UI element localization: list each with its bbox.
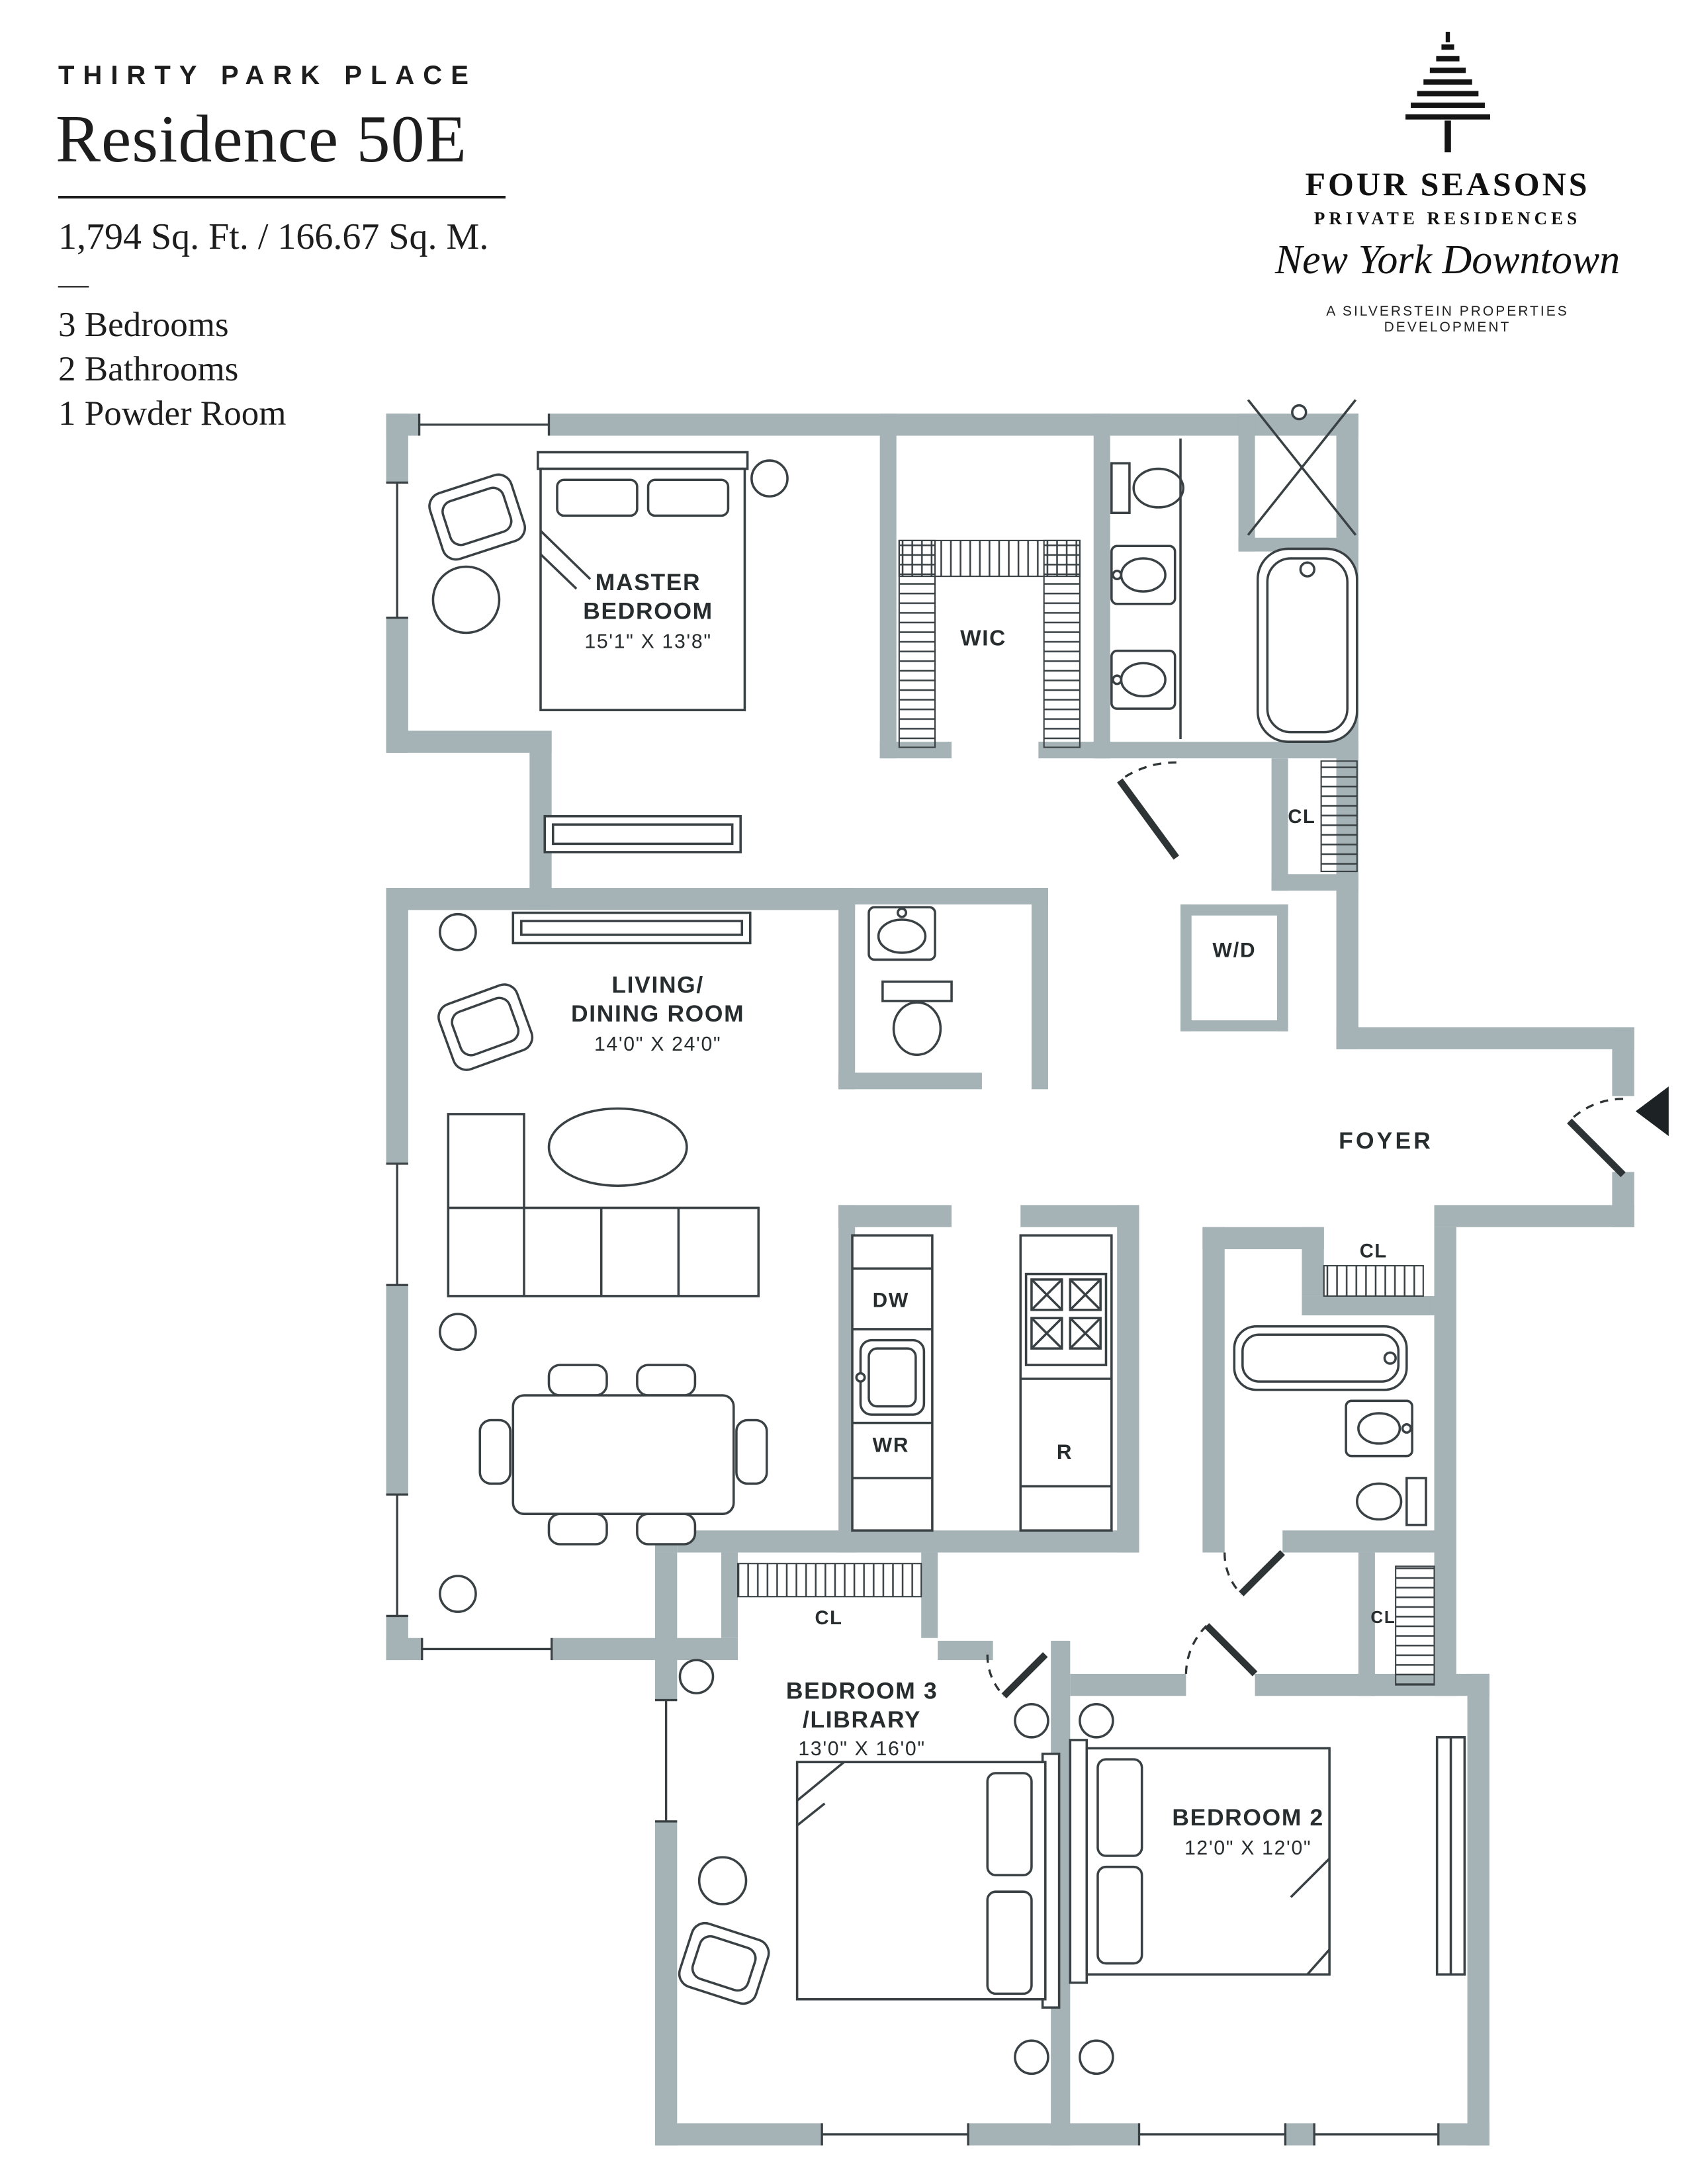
label-master-bedroom: BEDROOM	[583, 598, 713, 625]
bedroom2-door	[1184, 1623, 1258, 1677]
entry-arrow-icon	[1635, 1086, 1669, 1137]
master-side-table	[431, 565, 501, 634]
label-bedroom3: /LIBRARY	[803, 1706, 921, 1733]
label-cl-master-hall: CL	[1288, 807, 1315, 828]
ceiling-fixtures	[439, 912, 1114, 2075]
label-living-dim: 14'0" X 24'0"	[594, 1033, 721, 1055]
label-living: DINING ROOM	[571, 1000, 744, 1027]
furniture	[428, 399, 1466, 2075]
label-master-bedroom: MASTER	[596, 569, 701, 595]
window	[383, 481, 412, 619]
bedroom2-bed	[1069, 1739, 1331, 1984]
entry-door	[1567, 1086, 1669, 1178]
master-armchair	[428, 473, 527, 561]
window	[421, 1635, 553, 1663]
label-bedroom3-dim: 13'0" X 16'0"	[798, 1738, 925, 1760]
coffee-table	[547, 1107, 688, 1187]
bedroom3-bed	[795, 1753, 1061, 2009]
label-cl-bedroom2: CL	[1370, 1607, 1396, 1627]
closet-master-hall-rod	[1320, 760, 1358, 873]
master-bath-sink-2	[1110, 649, 1177, 710]
window	[652, 1698, 680, 1823]
room-labels: MASTER BEDROOM 15'1" X 13'8" WIC CL LIVI…	[571, 569, 1433, 1859]
separator-dash: —	[58, 267, 89, 300]
label-dw: DW	[873, 1289, 909, 1312]
bedroom3-armchair	[678, 1921, 770, 2005]
wic-rod-top	[898, 539, 1081, 578]
label-master-dim: 15'1" X 13'8"	[584, 631, 711, 652]
label-cl-foyer: CL	[1360, 1241, 1388, 1262]
bath2-sink	[1345, 1399, 1413, 1458]
brand-block: FOUR SEASONS PRIVATE RESIDENCES New York…	[1261, 32, 1634, 335]
windows	[383, 411, 1440, 2148]
residence-title: Residence 50E	[56, 102, 467, 177]
bedroom2-builtin	[1435, 1736, 1466, 1976]
bath2-door	[1223, 1550, 1285, 1596]
window	[821, 2120, 969, 2148]
feature-item-bedrooms: 3 Bedrooms	[58, 306, 229, 344]
feature-item-powder: 1 Powder Room	[58, 394, 287, 433]
tree-icon	[1405, 32, 1490, 153]
label-wic: WIC	[960, 626, 1006, 650]
window	[383, 1493, 412, 1618]
ceiling-fixture	[750, 459, 789, 498]
feature-item-bathrooms: 2 Bathrooms	[58, 350, 239, 388]
powder-sink	[867, 906, 936, 961]
closet-foyer-rod	[1323, 1265, 1424, 1297]
label-wd: W/D	[1212, 938, 1256, 961]
dining-table-set	[478, 1364, 768, 1546]
brand-developer: A SILVERSTEIN PROPERTIES DEVELOPMENT	[1326, 304, 1569, 335]
label-bedroom3: BEDROOM 3	[786, 1677, 938, 1704]
window	[383, 1162, 412, 1286]
window	[418, 411, 551, 439]
powder-toilet	[881, 981, 953, 1057]
bath2-tub	[1233, 1325, 1408, 1391]
label-bedroom2: BEDROOM 2	[1172, 1804, 1323, 1831]
window	[1137, 2120, 1287, 2148]
label-r: R	[1057, 1440, 1073, 1463]
area-text: 1,794 Sq. Ft. / 166.67 Sq. M.	[58, 216, 489, 257]
features-list: 3 Bedrooms 2 Bathrooms 1 Powder Room	[58, 303, 287, 436]
label-bedroom2-dim: 12'0" X 12'0"	[1184, 1837, 1311, 1859]
kitchen-left-counter	[851, 1234, 934, 1532]
bath2-toilet	[1356, 1477, 1427, 1526]
brand-subtitle: PRIVATE RESIDENCES	[1313, 208, 1581, 228]
hall-console	[543, 814, 742, 853]
sectional-sofa	[447, 1113, 760, 1297]
living-armchair	[437, 983, 534, 1071]
master-bathtub	[1256, 547, 1358, 743]
master-bath-toilet	[1110, 462, 1184, 515]
master-hall-door	[1117, 761, 1179, 860]
closet-bedroom3-rod	[736, 1563, 922, 1598]
closet-bedroom2-rod	[1395, 1565, 1435, 1686]
living-console	[511, 911, 752, 945]
label-wr: WR	[873, 1433, 909, 1456]
brand-name: FOUR SEASONS	[1305, 165, 1590, 202]
closet-hatching	[736, 539, 1435, 1686]
master-bath-sink-1	[1110, 545, 1177, 605]
label-foyer: FOYER	[1339, 1127, 1433, 1154]
label-living: LIVING/	[611, 971, 704, 998]
building-name: THIRTY PARK PLACE	[58, 61, 477, 90]
label-cl-bedroom3: CL	[815, 1608, 842, 1629]
bedroom3-door	[986, 1652, 1048, 1698]
shower	[1247, 399, 1357, 536]
window	[1313, 2120, 1440, 2148]
title-rule	[58, 196, 506, 198]
master-bed	[537, 451, 749, 712]
bedroom3-side-table	[697, 1856, 748, 1905]
kitchen-right-counter	[1019, 1234, 1113, 1532]
brand-location-script: New York Downtown	[1274, 238, 1621, 283]
doors	[986, 761, 1669, 1698]
